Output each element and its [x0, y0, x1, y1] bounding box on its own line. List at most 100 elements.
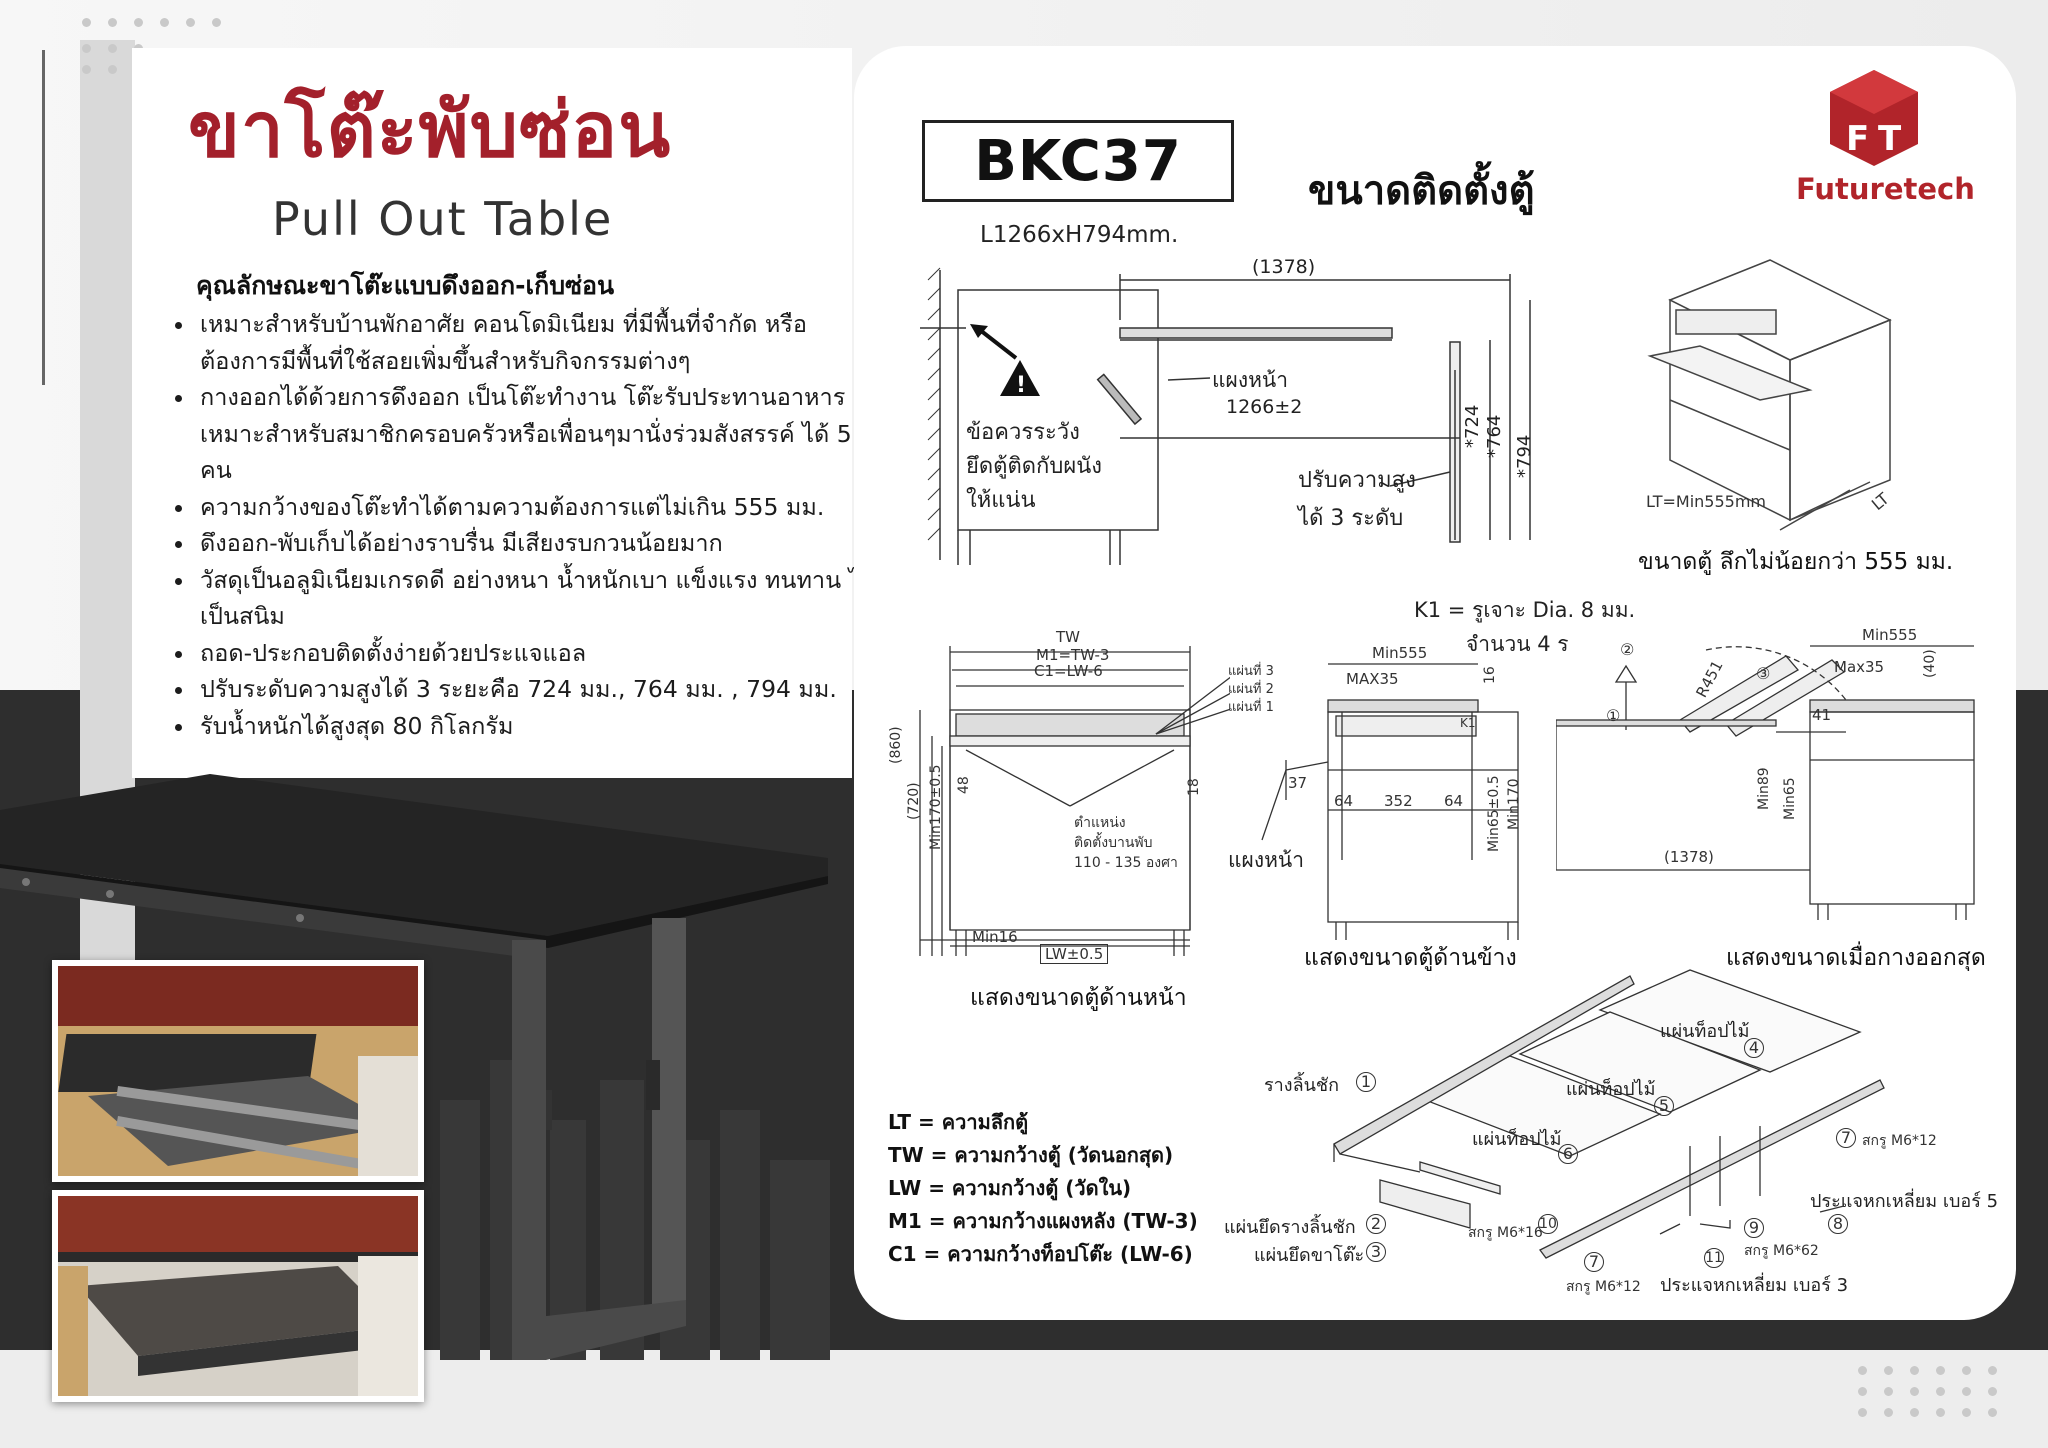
side-view-drawing — [1261, 663, 1519, 940]
front-tw: TW — [1056, 628, 1080, 646]
side-37: 37 — [1288, 774, 1308, 792]
features-heading: คุณลักษณะขาโต๊ะแบบดึงออก-เก็บซ่อน — [196, 271, 615, 300]
hinge-line-1: ตำแหน่ง — [1074, 815, 1126, 831]
open-min89: Min89 — [1756, 767, 1772, 810]
open-1378: (1378) — [1664, 848, 1714, 866]
part-rail-number: 1 — [1356, 1072, 1376, 1092]
part-screw-7: สกรู M6*12 — [1862, 1133, 1937, 1149]
front-lw: LW±0.5 — [1040, 944, 1109, 964]
decorative-stripe — [80, 40, 135, 1100]
svg-text:F: F — [1846, 119, 1869, 159]
front-view-caption: แสดงขนาดตู้ด้านหน้า — [970, 985, 1187, 1011]
part-screw-10: สกรู M6*16 — [1468, 1225, 1543, 1241]
side-min170: Min170 — [1506, 778, 1522, 830]
height-adjust-line-1: ปรับความสูง — [1298, 468, 1416, 493]
part-top-4: แผ่นท็อปไม้ — [1660, 1021, 1750, 1042]
feature-item: ความกว้างของโต๊ะทำได้ตามความต้องการแต่ไม… — [196, 489, 876, 526]
plate-2: แผ่นที่ 2 — [1228, 682, 1274, 697]
side-min65: Min65±0.5 — [1486, 775, 1502, 852]
front-m1: M1=TW-3 — [1036, 646, 1110, 664]
decorative-line — [42, 50, 45, 385]
open-max35: Max35 — [1834, 658, 1885, 676]
feature-item: กางออกได้ด้วยการดึงออก เป็นโต๊ะทำงาน โต๊… — [196, 379, 876, 489]
part-screw-7b-number: 7 — [1584, 1252, 1604, 1272]
front-min170: Min170±0.5 — [928, 764, 944, 850]
open-40: (40) — [1922, 649, 1938, 678]
legend-item: LW = ความกว้างตู้ (วัดใน) — [888, 1176, 1132, 1200]
k1-note-line-2: จำนวน 4 ร — [1466, 632, 1569, 656]
legend-item: C1 = ความกว้างท็อปโต๊ะ (LW-6) — [888, 1242, 1193, 1266]
front-c1: C1=LW-6 — [1034, 662, 1103, 680]
model-number: BKC37 — [922, 120, 1234, 202]
decorative-dots — [1858, 1366, 2002, 1417]
part-leg-plate: แผ่นยึดขาโต๊ะ — [1254, 1245, 1365, 1266]
feature-item: ถอด-ประกอบติดตั้งง่ายด้วยประแจแอล — [196, 635, 876, 672]
hinge-line-3: 110 - 135 องศา — [1074, 855, 1178, 871]
open-step-3: ③ — [1756, 664, 1771, 683]
feature-item: วัสดุเป็นอลูมิเนียมเกรดดี อย่างหนา น้ำหน… — [196, 562, 876, 635]
pull-out-table-image — [0, 774, 830, 1360]
side-16: 16 — [1482, 666, 1498, 684]
part-top-4-number: 4 — [1744, 1038, 1764, 1058]
dim-table: 1266±2 — [1226, 396, 1303, 418]
feature-item: รับน้ำหนักได้สูงสุด 80 กิโลกรัม — [196, 708, 876, 745]
plate-1: แผ่นที่ 1 — [1228, 700, 1274, 715]
warning-line-1: ข้อควรระวัง — [966, 420, 1080, 445]
decorative-dots — [82, 18, 226, 27]
cabinet-drawing — [1647, 259, 1892, 531]
open-view-drawing — [1556, 645, 1975, 920]
open-step-1: ① — [1606, 706, 1621, 725]
part-wrench-5: ประแจหกเหลี่ยม เบอร์ 5 — [1810, 1191, 1999, 1212]
feature-item: ปรับระดับความสูงได้ 3 ระยะคือ 724 มม., 7… — [196, 671, 876, 708]
part-rail-plate-number: 2 — [1366, 1214, 1386, 1234]
brand-name: Futuretech — [1796, 172, 1975, 206]
height-794: *794 — [1514, 434, 1535, 478]
part-screw-9-number: 9 — [1744, 1218, 1764, 1238]
legend-item: LT = ความลึกตู้ — [888, 1110, 1029, 1134]
part-top-6: แผ่นท็อปไม้ — [1472, 1129, 1562, 1150]
front-min16: Min16 — [972, 928, 1018, 946]
part-screw-7b: สกรู M6*12 — [1566, 1279, 1641, 1295]
part-rail: รางลิ้นชัก — [1264, 1075, 1340, 1096]
product-size: L1266xH794mm. — [980, 222, 1179, 248]
product-title-thai: ขาโต๊ะพับซ่อน — [188, 85, 672, 174]
cabinet-caption: ขนาดตู้ ลึกไม่น้อยกว่า 555 มม. — [1638, 549, 1954, 575]
front-860: (860) — [888, 726, 904, 764]
part-wrench-5-number: 8 — [1828, 1214, 1848, 1234]
part-leg-plate-number: 3 — [1366, 1242, 1386, 1262]
dim-total: (1378) — [1252, 256, 1316, 278]
side-k1: K1 — [1460, 716, 1476, 730]
warning-line-3: ให้แน่น — [966, 488, 1036, 513]
height-724: *724 — [1462, 404, 1483, 448]
open-min555: Min555 — [1862, 626, 1918, 644]
height-adjust-line-2: ได้ 3 ระดับ — [1298, 506, 1404, 531]
front-panel-label: แผงหน้า — [1212, 368, 1289, 392]
intro-card — [132, 48, 852, 778]
side-max35: MAX35 — [1346, 670, 1399, 688]
install-title: ขนาดติดตั้งตู้ — [1308, 168, 1535, 214]
feature-item: เหมาะสำหรับบ้านพักอาศัย คอนโดมิเนียม ที่… — [196, 306, 876, 379]
side-64a: 64 — [1334, 792, 1354, 810]
front-18: 18 — [1186, 778, 1202, 796]
front-720: (720) — [906, 782, 922, 820]
open-step-2: ② — [1620, 640, 1635, 659]
open-41: 41 — [1812, 706, 1832, 724]
futuretech-logo: F T — [1830, 70, 1918, 166]
abbreviation-legend: LT = ความลึกตู้ TW = ความกว้างตู้ (วัดนอ… — [888, 1106, 1198, 1271]
side-min555: Min555 — [1372, 644, 1428, 662]
part-screw-10-number: 10 — [1538, 1214, 1558, 1234]
open-view-caption: แสดงขนาดเมื่อกางออกสุด — [1726, 945, 1986, 971]
part-top-5: แผ่นท็อปไม้ — [1566, 1079, 1656, 1100]
side-view-caption: แสดงขนาดตู้ด้านข้าง — [1304, 945, 1517, 971]
svg-text:!: ! — [1016, 373, 1026, 398]
product-title-english: Pull Out Table — [272, 192, 614, 246]
side-352: 352 — [1384, 792, 1413, 810]
part-wrench-3: ประแจหกเหลี่ยม เบอร์ 3 — [1660, 1275, 1849, 1296]
product-photo-extended — [52, 960, 424, 1182]
part-screw-7-number: 7 — [1836, 1128, 1856, 1148]
feature-list: เหมาะสำหรับบ้านพักอาศัย คอนโดมิเนียม ที่… — [172, 306, 876, 744]
open-min65: Min65 — [1782, 777, 1798, 820]
part-wrench-3-number: 11 — [1704, 1248, 1724, 1268]
legend-item: TW = ความกว้างตู้ (วัดนอกสุด) — [888, 1143, 1174, 1167]
front-48: 48 — [956, 776, 972, 794]
